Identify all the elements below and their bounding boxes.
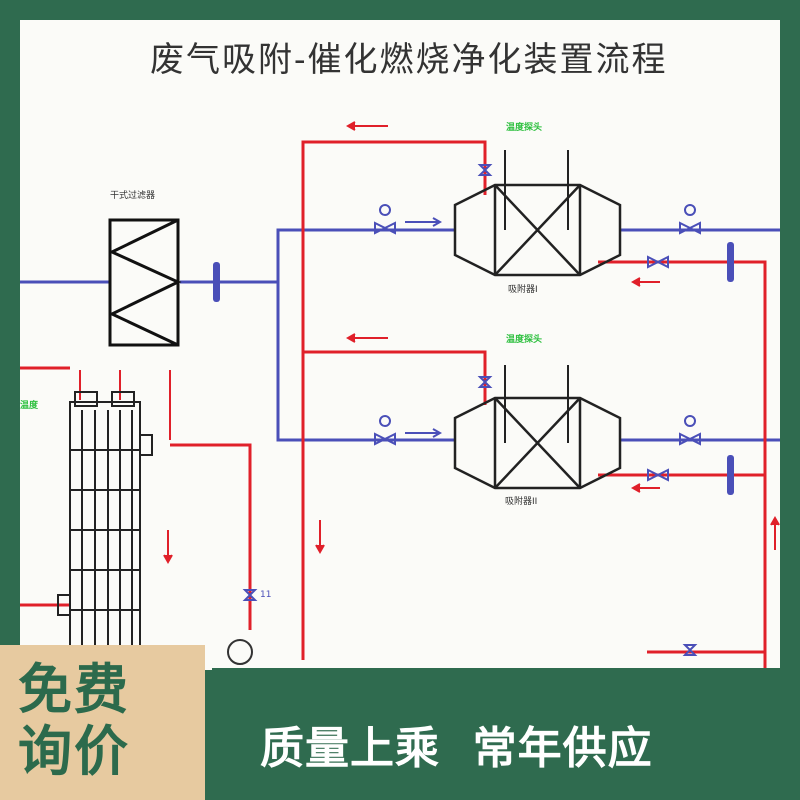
flange bbox=[213, 262, 220, 302]
slogan-banner: 质量上乘 常年供应 bbox=[212, 668, 800, 800]
valve-icon bbox=[477, 376, 493, 388]
flange bbox=[727, 242, 734, 282]
free-inquiry-text: 免费询价 bbox=[18, 658, 130, 783]
flange bbox=[727, 455, 734, 495]
flow-arrow-icon bbox=[345, 121, 388, 131]
free-inquiry-badge[interactable]: 免费询价 bbox=[0, 645, 205, 800]
valve-icon bbox=[242, 589, 258, 601]
flow-arrow-icon bbox=[405, 428, 443, 438]
valve-icon bbox=[477, 164, 493, 176]
temp-probe-2-label: 温度探头 bbox=[506, 335, 543, 345]
flow-arrow-icon bbox=[345, 333, 388, 343]
hot-pipe bbox=[20, 140, 767, 670]
adsorber-2-label: 吸附器II bbox=[505, 497, 538, 507]
adsorber-1-label: 吸附器I bbox=[508, 285, 538, 295]
flow-arrow-icon bbox=[315, 520, 325, 555]
slogan-text: 质量上乘 常年供应 bbox=[260, 723, 653, 774]
valve-icon bbox=[647, 468, 669, 482]
flow-arrow-icon bbox=[630, 483, 660, 493]
flow-arrow-icon bbox=[405, 217, 443, 227]
filter-label: 干式过滤器 bbox=[110, 191, 156, 201]
dry-filter bbox=[108, 218, 182, 347]
valve-icon bbox=[647, 255, 669, 269]
temp-probe-1-label: 温度探头 bbox=[506, 123, 543, 133]
heat-exchanger bbox=[57, 391, 153, 670]
diagram-title: 废气吸附-催化燃烧净化装置流程 bbox=[150, 40, 668, 80]
valve-icon bbox=[374, 432, 396, 446]
flow-arrow-icon bbox=[163, 530, 173, 565]
temp-left-label: 温度 bbox=[20, 401, 39, 411]
valve-11-label: 11 bbox=[260, 590, 272, 600]
adsorber-2 bbox=[453, 365, 622, 490]
adsorber-1 bbox=[453, 150, 622, 277]
fan-icon bbox=[227, 639, 253, 665]
flow-arrow-icon bbox=[630, 277, 660, 287]
flow-arrow-icon bbox=[770, 515, 780, 550]
valve-icon bbox=[374, 221, 396, 235]
valve-icon bbox=[679, 221, 701, 235]
valve-icon bbox=[679, 432, 701, 446]
diagram-lines bbox=[20, 121, 780, 670]
gas-pipe bbox=[20, 228, 780, 442]
process-flow-diagram: 废气吸附-催化燃烧净化装置流程 bbox=[20, 20, 780, 670]
valve-icon bbox=[682, 644, 698, 656]
